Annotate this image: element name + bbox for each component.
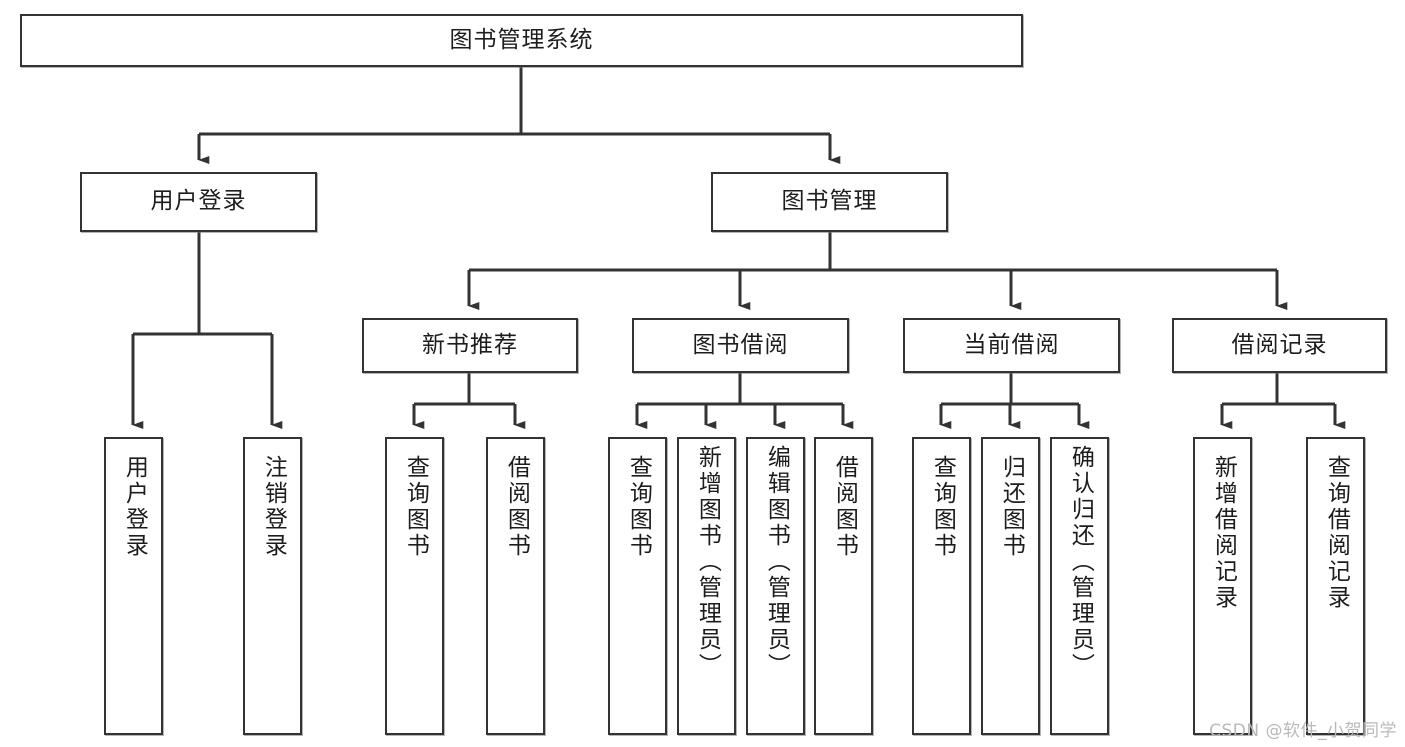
leaf-logout[interactable]: 注销登录	[243, 437, 302, 735]
node-label: 新书推荐	[422, 331, 518, 358]
node-label: 归还图书	[998, 455, 1025, 559]
csdn-watermark: CSDN @软件_小贺同学	[1209, 721, 1397, 741]
node-new-book-recommend[interactable]: 新书推荐	[362, 318, 578, 373]
node-label: 用户登录	[121, 455, 148, 559]
node-label: 编辑图书（管理员）	[763, 445, 790, 679]
node-label: 用户登录	[150, 188, 247, 215]
leaf-borrow-borrow-book[interactable]: 借阅图书	[814, 437, 873, 735]
node-label: 注销登录	[260, 455, 287, 559]
node-label: 确认归还（管理员）	[1067, 445, 1094, 679]
node-label: 图书借阅	[692, 331, 789, 358]
node-label: 借阅记录	[1231, 331, 1328, 358]
node-book-management[interactable]: 图书管理	[711, 172, 948, 232]
node-label: 查询图书	[929, 455, 956, 559]
node-borrow-record[interactable]: 借阅记录	[1172, 318, 1387, 373]
leaf-borrow-edit-book-admin[interactable]: 编辑图书（管理员）	[746, 437, 805, 735]
node-label: 借阅图书	[503, 455, 530, 559]
node-user-login[interactable]: 用户登录	[80, 172, 317, 232]
node-label: 当前借阅	[963, 331, 1060, 358]
leaf-borrow-query-book[interactable]: 查询图书	[608, 437, 667, 735]
node-label: 新增图书（管理员）	[694, 445, 721, 679]
node-label: 图书管理	[781, 188, 878, 215]
leaf-record-query-borrow-record[interactable]: 查询借阅记录	[1306, 437, 1365, 735]
node-label: 新增借阅记录	[1210, 455, 1237, 611]
node-root-book-management-system[interactable]: 图书管理系统	[20, 14, 1023, 67]
leaf-current-confirm-return-admin[interactable]: 确认归还（管理员）	[1050, 437, 1109, 735]
leaf-current-return-book[interactable]: 归还图书	[981, 437, 1040, 735]
node-label: 查询借阅记录	[1323, 455, 1350, 611]
node-book-borrow[interactable]: 图书借阅	[632, 318, 849, 373]
leaf-record-add-borrow-record[interactable]: 新增借阅记录	[1193, 437, 1252, 735]
leaf-borrow-add-book-admin[interactable]: 新增图书（管理员）	[677, 437, 736, 735]
node-current-borrow[interactable]: 当前借阅	[903, 318, 1120, 373]
node-label: 图书管理系统	[449, 26, 594, 53]
leaf-new-book-borrow-book[interactable]: 借阅图书	[486, 437, 545, 735]
node-label: 查询图书	[625, 455, 652, 559]
node-label: 借阅图书	[831, 455, 858, 559]
leaf-current-query-book[interactable]: 查询图书	[912, 437, 971, 735]
leaf-user-login[interactable]: 用户登录	[104, 437, 163, 735]
node-label: 查询图书	[402, 455, 429, 559]
leaf-new-book-query-book[interactable]: 查询图书	[385, 437, 444, 735]
